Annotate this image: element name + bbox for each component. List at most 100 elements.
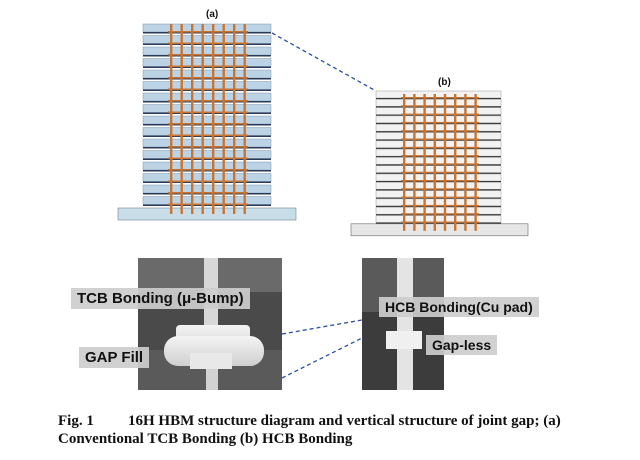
tcb-tsv xyxy=(180,24,183,214)
hcb-die-layer xyxy=(375,123,502,132)
tcb-die-gap xyxy=(143,204,271,206)
tcb-die-layer xyxy=(142,184,272,194)
micrograph-connector-top xyxy=(281,319,363,335)
tcb-tsv xyxy=(212,24,215,214)
hcb-pad-row xyxy=(401,213,479,215)
tcb-die-gap xyxy=(143,124,271,126)
hcb-die-bond xyxy=(376,222,501,224)
tcb-die-gap xyxy=(143,181,271,183)
hcb-die-bond xyxy=(376,214,501,216)
tcb-die-layer xyxy=(142,115,272,125)
tcb-die-gap xyxy=(143,112,271,114)
hcb-die-bond xyxy=(376,114,501,116)
tcb-bump-row xyxy=(168,192,248,194)
hcb-die-layer xyxy=(375,182,502,190)
hcb-pad-row xyxy=(401,171,479,174)
tcb-die-gap xyxy=(143,32,271,34)
panel-a-label: (a) xyxy=(206,9,219,20)
hcb-die-bond xyxy=(376,189,501,191)
tcb-die-gap xyxy=(143,158,271,160)
hcb-die-bond xyxy=(376,181,501,183)
micrograph-connector-bottom xyxy=(281,337,363,379)
tcb-die-layer xyxy=(142,81,272,90)
hcb-pad-row xyxy=(401,138,479,140)
hcb-pad-row xyxy=(401,221,479,223)
hcb-tsv xyxy=(474,94,477,231)
tcb-tsv xyxy=(201,24,204,214)
hcb-pad-row xyxy=(401,204,479,207)
tcb-bump-row xyxy=(168,123,248,125)
hcb-die-bond xyxy=(376,139,501,141)
hcb-micrograph xyxy=(362,258,444,390)
tcb-bump-row xyxy=(168,157,248,160)
hcb-tsv xyxy=(423,94,426,231)
tcb-die-layer xyxy=(142,173,272,182)
hcb-die-layer xyxy=(375,157,502,165)
tcb-tsv xyxy=(191,24,194,214)
tcb-die-gap xyxy=(143,193,271,195)
hcb-tsv xyxy=(403,94,406,231)
tcb-die-layer xyxy=(142,127,272,136)
tcb-bump-row xyxy=(168,146,248,148)
hcb-die-layer xyxy=(375,140,502,149)
hcb-pad-row xyxy=(401,97,479,99)
tcb-die-gap xyxy=(143,55,271,57)
hcb-pad-row xyxy=(401,188,479,190)
tcb-bump-row xyxy=(168,77,248,79)
tcb-die-layer xyxy=(142,35,272,44)
hcb-die-layer xyxy=(375,148,502,157)
hcb-die-layer xyxy=(375,107,502,115)
tcb-tsv xyxy=(222,24,225,214)
tcb-die-gap xyxy=(143,101,271,103)
figure-number: Fig. 1 xyxy=(58,413,94,429)
hcb-die-layer xyxy=(375,206,502,215)
tcb-die-layer xyxy=(142,150,272,159)
hcb-die-bond xyxy=(376,147,501,150)
hcb-die-layer xyxy=(375,165,502,173)
tcb-bump-row xyxy=(168,65,248,68)
tcb-micrograph xyxy=(138,258,282,390)
caption-text: 16H HBM structure diagram and vertical s… xyxy=(58,413,561,447)
tcb-die-gap xyxy=(143,43,271,45)
tcb-bump-row xyxy=(168,203,248,206)
hcb-pad-row xyxy=(401,105,479,107)
hcb-tsv xyxy=(413,94,416,231)
tcb-die-layer xyxy=(142,23,272,33)
tcb-substrate xyxy=(117,207,297,221)
tcb-bump-row xyxy=(168,100,248,102)
hcb-die-bond xyxy=(376,131,501,133)
hcb-die-bond xyxy=(376,122,501,125)
hcb-tsv xyxy=(433,94,436,231)
hcb-die-bond xyxy=(376,172,501,174)
tcb-die-gap xyxy=(143,135,271,137)
hcb-tsv xyxy=(443,94,447,231)
hcb-pad-row xyxy=(401,180,479,182)
hcb-hbm-stack xyxy=(350,90,529,237)
hcb-die-layer xyxy=(375,215,502,223)
hcb-pad-row xyxy=(401,155,479,157)
tcb-tsv xyxy=(233,24,236,214)
gap-fill-label: GAP Fill xyxy=(79,347,150,368)
tcb-die-gap xyxy=(143,89,271,91)
tcb-die-layer xyxy=(142,138,272,148)
gapless-label: Gap-less xyxy=(426,335,498,355)
tcb-bump-row xyxy=(168,169,248,171)
hcb-pad-row xyxy=(401,113,479,115)
panel-b-label: (b) xyxy=(438,77,451,88)
tcb-die-layer xyxy=(142,161,272,171)
tcb-die-layer xyxy=(142,69,272,79)
hcb-die-bond xyxy=(376,164,501,166)
hcb-pad-row xyxy=(401,146,479,149)
tcb-tsv xyxy=(170,24,173,214)
tcb-die-layer xyxy=(142,58,272,67)
tcb-die-gap xyxy=(143,147,271,149)
tcb-bonding-label: TCB Bonding (μ-Bump) xyxy=(71,288,250,309)
tcb-tsv xyxy=(243,24,246,214)
tcb-bump-row xyxy=(168,42,248,45)
tcb-hbm-stack xyxy=(117,23,297,221)
hcb-pad-row xyxy=(401,196,479,198)
tcb-die-layer xyxy=(142,196,272,205)
hcb-die-layer xyxy=(375,173,502,182)
hcb-substrate xyxy=(350,223,529,237)
